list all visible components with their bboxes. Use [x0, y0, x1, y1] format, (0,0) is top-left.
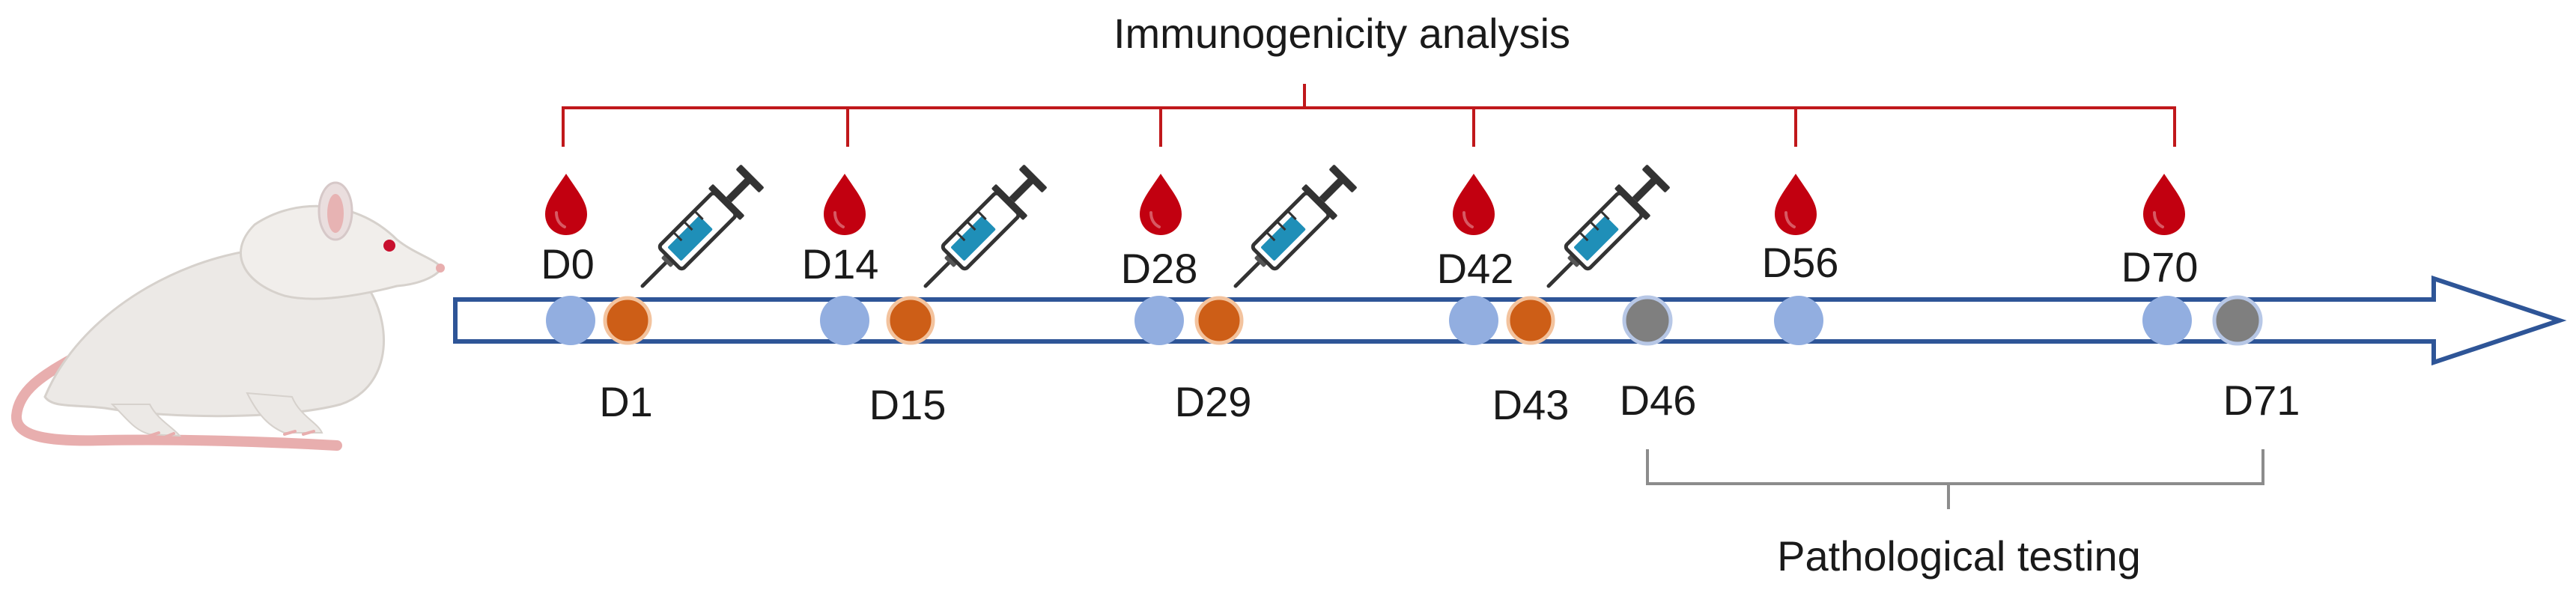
pathological-testing-label: Pathological testing: [1777, 532, 2141, 580]
blood-drop-icon: [544, 172, 589, 237]
blood-sample-dot: [820, 296, 869, 345]
day-label: D28: [1121, 245, 1198, 292]
blood-draw-labels: D0 D14 D28 D42 D56 D70: [541, 239, 2198, 292]
day-label: D29: [1175, 378, 1252, 425]
injection-dot: [886, 296, 935, 345]
day-label: D14: [802, 240, 879, 288]
day-label: D1: [599, 378, 653, 425]
blood-drop-icon: [822, 172, 867, 237]
blood-drops: [544, 172, 2187, 237]
blood-sample-dot: [1134, 296, 1184, 345]
immunogenicity-bracket: [562, 84, 2176, 147]
rat-illustration: [11, 181, 445, 451]
pathology-dot: [2212, 295, 2263, 346]
day-label: D0: [541, 240, 595, 288]
pathology-dot: [1622, 295, 1673, 346]
day-label: D56: [1762, 239, 1839, 286]
injection-dot: [1506, 296, 1555, 345]
day-label: D43: [1492, 381, 1570, 428]
blood-sample-dot: [2142, 296, 2192, 345]
day-label: D15: [869, 381, 947, 428]
syringe-icon: [1533, 160, 1675, 302]
timeline-dots: [546, 295, 2263, 346]
blood-drop-icon: [1138, 172, 1183, 237]
below-axis-labels: D1 D15 D29 D43 D46 D71: [599, 377, 2300, 428]
blood-sample-dot: [1449, 296, 1498, 345]
blood-sample-dot: [1774, 296, 1823, 345]
syringe-icon: [1220, 160, 1362, 302]
day-label: D42: [1437, 245, 1514, 292]
syringe-icon: [910, 160, 1052, 302]
blood-sample-dot: [546, 296, 595, 345]
day-label: D71: [2223, 377, 2300, 424]
blood-drop-icon: [1773, 172, 1818, 237]
injection-dot: [1194, 296, 1244, 345]
injection-dot: [603, 296, 652, 345]
day-label: D46: [1620, 377, 1697, 424]
syringe-icon: [627, 160, 769, 302]
pathology-bracket: [1646, 449, 2264, 509]
blood-drop-icon: [1451, 172, 1496, 237]
immunogenicity-title: Immunogenicity analysis: [1114, 10, 1570, 57]
day-label: D70: [2121, 243, 2199, 291]
blood-drop-icon: [2142, 172, 2187, 237]
